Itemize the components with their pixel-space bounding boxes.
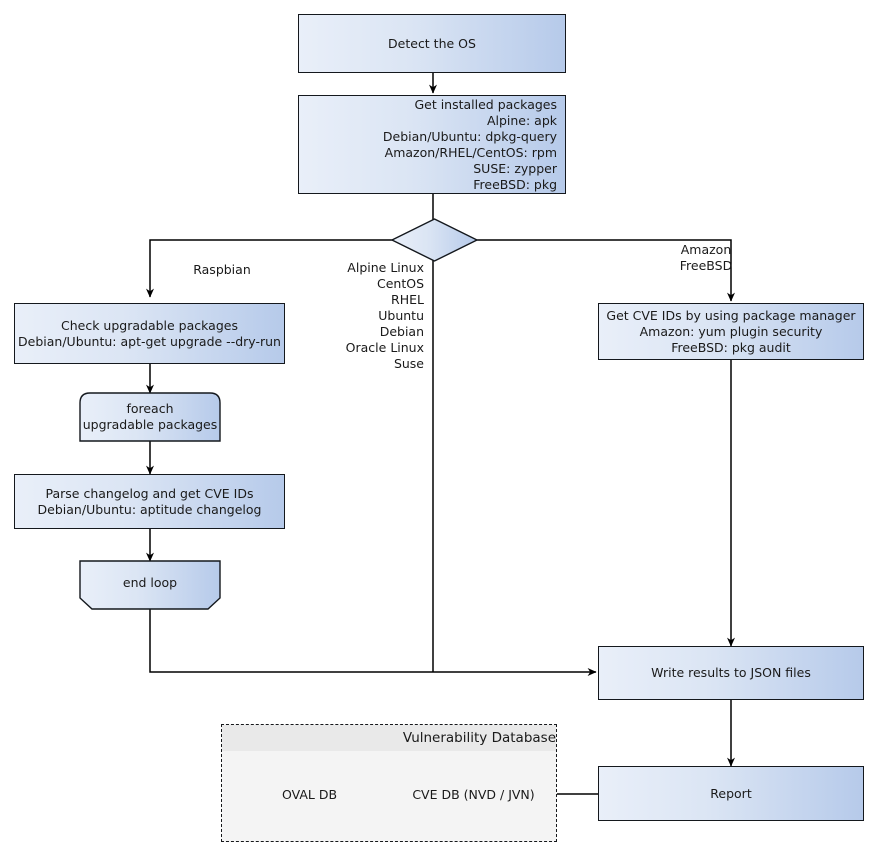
node-parse-changelog[interactable]: Parse changelog and get CVE IDs Debian/U… <box>14 474 285 529</box>
vulnerability-database-group: Vulnerability Database <box>221 724 557 842</box>
node-write-results-json[interactable]: Write results to JSON files <box>598 646 864 700</box>
oval-db-label: OVAL DB <box>281 787 338 802</box>
node-end-loop[interactable]: end loop <box>122 575 178 590</box>
node-get-installed-packages[interactable]: Get installed packages Alpine: apk Debia… <box>298 95 566 194</box>
cve-db-label: CVE DB (NVD / JVN) <box>412 787 535 802</box>
edge-label-raspbian: Raspbian <box>193 262 251 277</box>
node-check-upgradable-packages[interactable]: Check upgradable packages Debian/Ubuntu:… <box>14 303 285 364</box>
node-report[interactable]: Report <box>598 766 864 821</box>
decision-diamond-os <box>390 218 479 262</box>
edge-label-middle-distros: Alpine Linux CentOS RHEL Ubuntu Debian O… <box>345 260 424 371</box>
node-get-cve-ids[interactable]: Get CVE IDs by using package manager Ama… <box>598 303 864 360</box>
node-foreach-upgradable-packages[interactable]: foreach upgradable packages <box>82 401 218 432</box>
node-detect-os[interactable]: Detect the OS <box>298 14 566 73</box>
edge-label-amazon-freebsd: Amazon FreeBSD <box>679 242 733 273</box>
edge-endloop-to-write <box>149 609 597 676</box>
vulnerability-database-title: Vulnerability Database <box>222 725 556 751</box>
